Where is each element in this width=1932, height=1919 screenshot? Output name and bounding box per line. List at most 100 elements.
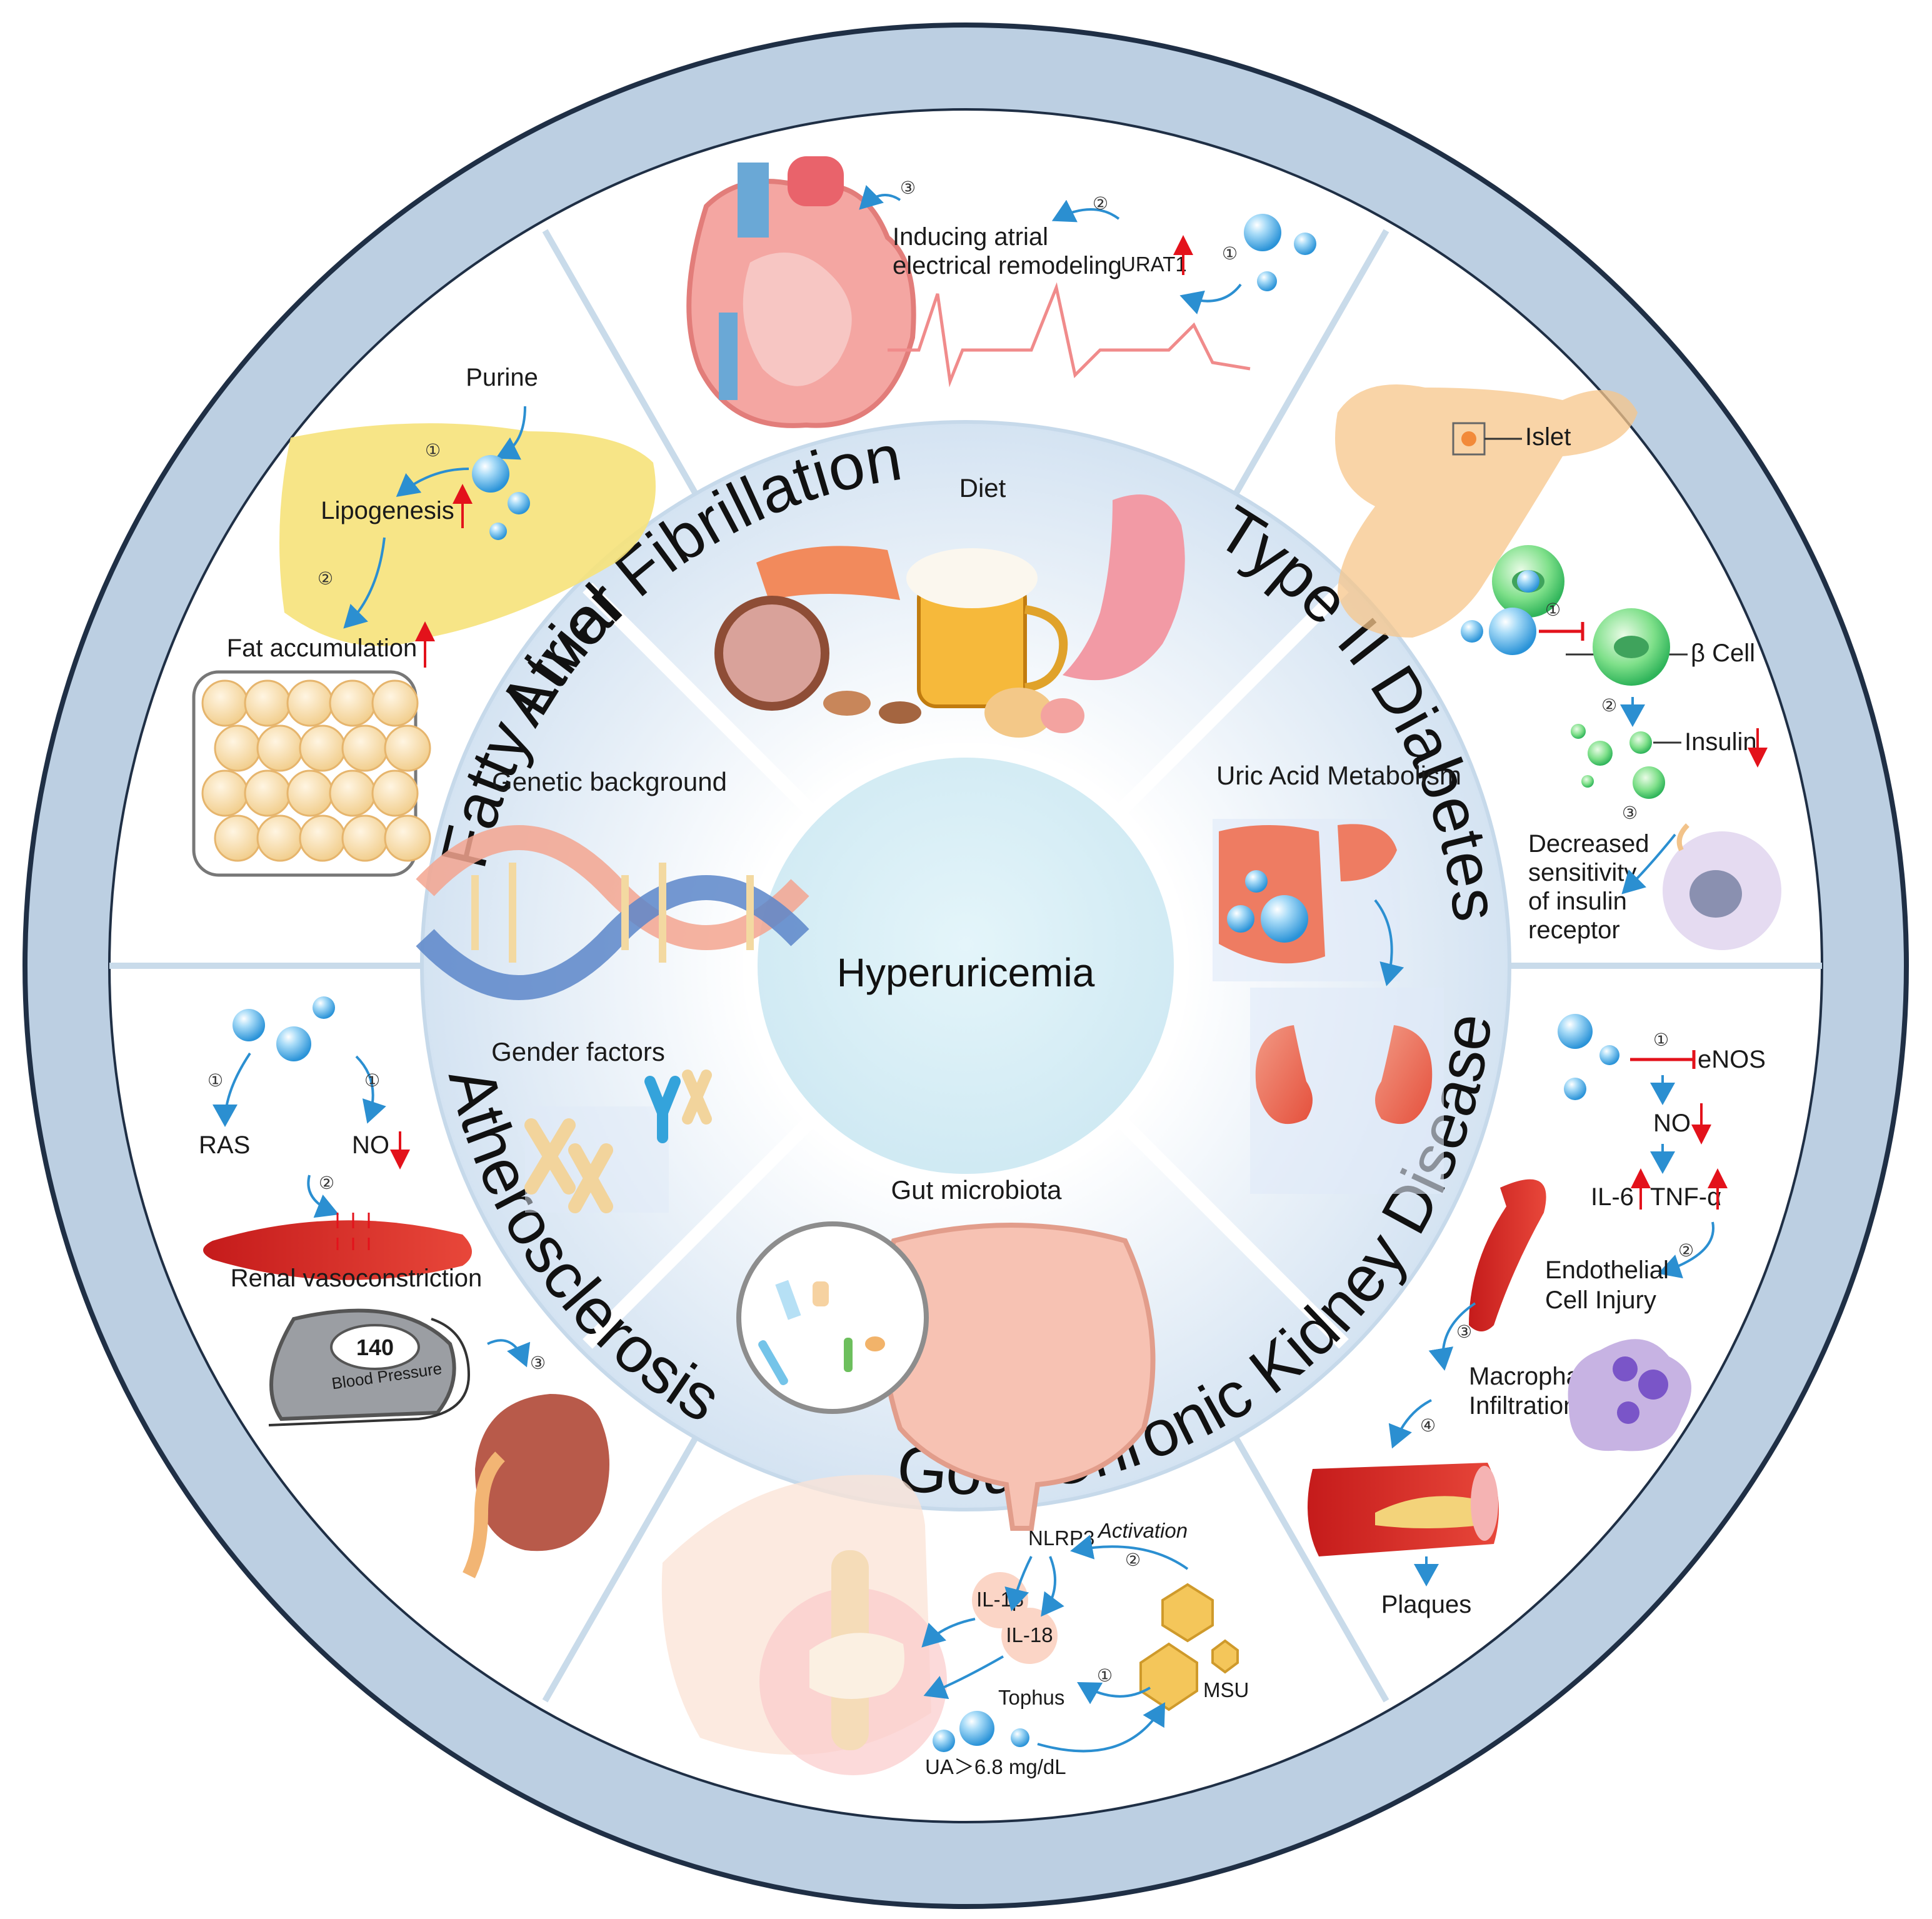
uric-acid-bubble bbox=[1461, 620, 1483, 643]
il18-label: IL-18 bbox=[1006, 1623, 1053, 1646]
uric-acid-bubble bbox=[1257, 271, 1277, 291]
ecg-trace bbox=[888, 282, 1251, 388]
flow-arrow-2 bbox=[1051, 199, 1120, 223]
center-disc bbox=[743, 743, 1189, 1189]
center-title: Hyperuricemia bbox=[837, 950, 1095, 995]
msu-crystals bbox=[1139, 1583, 1239, 1711]
constriction-arrows bbox=[336, 1213, 370, 1250]
chromosome-illustration bbox=[524, 1070, 712, 1213]
step-number: ③ bbox=[1622, 803, 1638, 823]
diet-illustration bbox=[714, 494, 1185, 738]
uric-acid-bubble bbox=[472, 455, 509, 493]
purine-label: Purine bbox=[466, 364, 538, 391]
athero-no-label: NO bbox=[352, 1131, 389, 1159]
atrial-remodeling-label: electrical remodeling bbox=[893, 252, 1122, 279]
bp-value: 140 bbox=[356, 1335, 394, 1360]
step-number: ② bbox=[1125, 1550, 1141, 1570]
uric-acid-bubble bbox=[489, 523, 507, 540]
factor-gender-label: Gender factors bbox=[491, 1037, 665, 1066]
step-number: ③ bbox=[530, 1353, 546, 1373]
msu-label: MSU bbox=[1203, 1678, 1249, 1701]
blood-pressure-monitor: 140 Blood Pressure bbox=[268, 1308, 471, 1426]
fat-cell bbox=[371, 679, 419, 727]
factor-gut-microbiota-label: Gut microbiota bbox=[891, 1175, 1062, 1205]
gut-illustration bbox=[736, 1221, 1156, 1531]
fat-cell bbox=[299, 814, 346, 862]
uric-acid-bubble bbox=[1244, 214, 1281, 251]
foot-joint-illustration bbox=[661, 1475, 947, 1775]
uric-acid-bubble bbox=[1294, 233, 1316, 255]
step-number: ② bbox=[1601, 696, 1617, 715]
fat-cell bbox=[341, 724, 389, 772]
plaque-vessel-illustration bbox=[1308, 1463, 1499, 1556]
uric-acid-bubble bbox=[959, 1711, 994, 1746]
fat-cell bbox=[341, 814, 389, 862]
vessel-illustration bbox=[1469, 1179, 1546, 1331]
step-number: ④ bbox=[1420, 1416, 1436, 1435]
step-number: ① bbox=[1097, 1666, 1113, 1685]
uric-acid-illustration bbox=[1213, 819, 1444, 1194]
step-number: ② bbox=[318, 569, 333, 588]
fat-cell bbox=[256, 724, 304, 772]
fat-cell bbox=[299, 724, 346, 772]
fat-cell bbox=[371, 769, 419, 817]
uric-acid-bubble bbox=[1558, 1014, 1593, 1049]
factor-genetic-label: Genetic background bbox=[492, 767, 727, 796]
uric-acid-bubble bbox=[1489, 608, 1536, 655]
fat-cell bbox=[244, 679, 291, 727]
heart-illustration bbox=[686, 156, 916, 428]
renal-vasoconstriction-label: Renal vasoconstriction bbox=[231, 1265, 482, 1292]
tophus-label: Tophus bbox=[998, 1686, 1064, 1709]
step-number: ① bbox=[208, 1071, 223, 1090]
insulin-granules bbox=[1571, 724, 1665, 799]
factor-uric-acid-label: Uric Acid Metabolism bbox=[1216, 761, 1461, 790]
fat-cell bbox=[201, 679, 249, 727]
svg-text:of insulin: of insulin bbox=[1528, 888, 1627, 915]
atrial-inducing-label: Inducing atrial bbox=[893, 223, 1048, 251]
uric-acid-bubble bbox=[1011, 1728, 1029, 1747]
fat-cell bbox=[286, 769, 334, 817]
fat-cell bbox=[384, 814, 431, 862]
uric-acid-bubble bbox=[508, 492, 530, 514]
step-number: ① bbox=[1222, 244, 1238, 263]
kidney-illustration bbox=[463, 1394, 609, 1578]
step-number: ③ bbox=[1456, 1322, 1472, 1341]
flow-arrow-3 bbox=[859, 185, 901, 210]
il6-label: IL-6 bbox=[1591, 1183, 1634, 1211]
fat-accumulation-label: Fat accumulation bbox=[227, 634, 418, 662]
plaques-label: Plaques bbox=[1381, 1591, 1472, 1618]
fat-cells bbox=[201, 679, 431, 862]
dna-illustration bbox=[416, 825, 809, 1000]
svg-text:Decreased: Decreased bbox=[1528, 830, 1649, 858]
uric-acid-bubble bbox=[1517, 570, 1539, 593]
uric-acid-bubble bbox=[1564, 1078, 1586, 1100]
enos-label: eNOS bbox=[1698, 1046, 1766, 1073]
ua-threshold-label: UA＞6.8 mg/dL bbox=[925, 1755, 1066, 1778]
fat-cell bbox=[214, 814, 261, 862]
factor-diet-label: Diet bbox=[959, 473, 1006, 503]
fat-cell bbox=[244, 769, 291, 817]
step-number: ① bbox=[425, 441, 441, 460]
ckd-no-label: NO bbox=[1653, 1110, 1691, 1137]
pancreas-illustration bbox=[1335, 384, 1638, 638]
step-number: ③ bbox=[900, 178, 916, 198]
uric-acid-bubble bbox=[313, 996, 335, 1019]
macrophage-line2: Infiltration bbox=[1469, 1392, 1577, 1420]
il18-bubble bbox=[1001, 1608, 1058, 1664]
fat-cell bbox=[256, 814, 304, 862]
uric-acid-bubble bbox=[276, 1026, 311, 1061]
step-number: ① bbox=[1545, 600, 1561, 619]
uric-acid-bubble bbox=[233, 1009, 265, 1041]
fat-cell bbox=[286, 679, 334, 727]
insulin-label: Insulin bbox=[1684, 728, 1757, 756]
svg-text:receptor: receptor bbox=[1528, 916, 1620, 944]
decreased-sensitivity-text: Decreased sensitivity of insulin recepto… bbox=[1528, 830, 1649, 944]
lipogenesis-label: Lipogenesis bbox=[321, 497, 454, 524]
step-number: ① bbox=[1653, 1030, 1669, 1050]
urat1-label: URAT1 bbox=[1121, 253, 1187, 276]
uric-acid-bubble bbox=[1599, 1045, 1619, 1065]
svg-text:sensitivity: sensitivity bbox=[1528, 859, 1636, 886]
islet-label: Islet bbox=[1525, 423, 1571, 451]
